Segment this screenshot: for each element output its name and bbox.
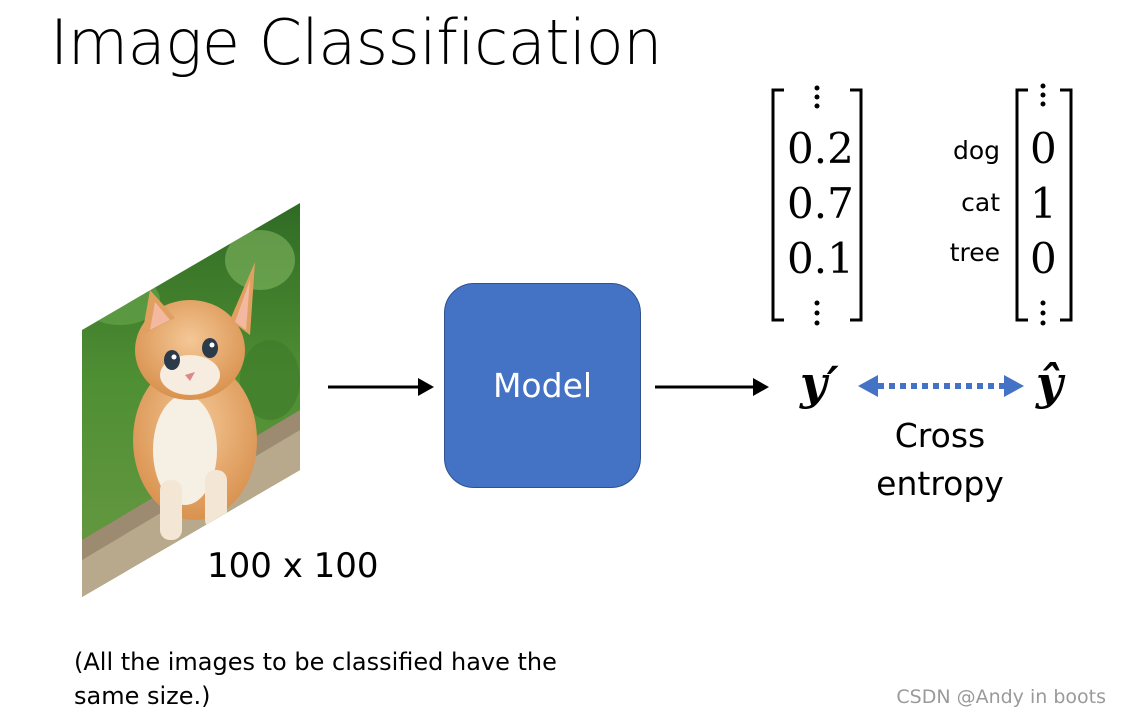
loss-label-line2: entropy	[876, 464, 1004, 503]
size-note: (All the images to be classified have th…	[74, 648, 557, 710]
target-value-cat: 1	[1030, 179, 1057, 228]
loss-label-line1: Cross	[894, 416, 986, 455]
slide-title: Image Classification	[50, 6, 662, 79]
model-box: Model	[444, 283, 641, 488]
target-symbol: ŷ	[1036, 356, 1063, 410]
class-label-tree: tree	[949, 238, 1000, 267]
model-label: Model	[492, 366, 593, 405]
pred-vector-brackets	[771, 88, 863, 322]
arrow-into-model-icon	[328, 378, 434, 396]
pred-value-tree: 0.1	[787, 234, 854, 283]
class-label-dog: dog	[952, 136, 1000, 165]
class-label-cat: cat	[961, 188, 1000, 217]
prediction-symbol: y′	[800, 356, 839, 410]
pred-vector-ellipsis-icon	[814, 85, 820, 326]
target-value-dog: 0	[1030, 124, 1057, 173]
arrow-out-of-model-icon	[655, 378, 769, 396]
watermark: CSDN @Andy in boots	[896, 686, 1106, 708]
target-vector-ellipsis-icon	[1040, 83, 1046, 326]
image-size-label: 100 x 100	[207, 546, 379, 586]
pred-value-dog: 0.2	[787, 124, 854, 173]
loss-label: Cross entropy	[860, 412, 1020, 508]
target-value-tree: 0	[1030, 234, 1057, 283]
double-arrow-icon	[858, 375, 1024, 397]
pred-value-cat: 0.7	[787, 179, 854, 228]
target-vector-brackets	[1015, 88, 1073, 322]
